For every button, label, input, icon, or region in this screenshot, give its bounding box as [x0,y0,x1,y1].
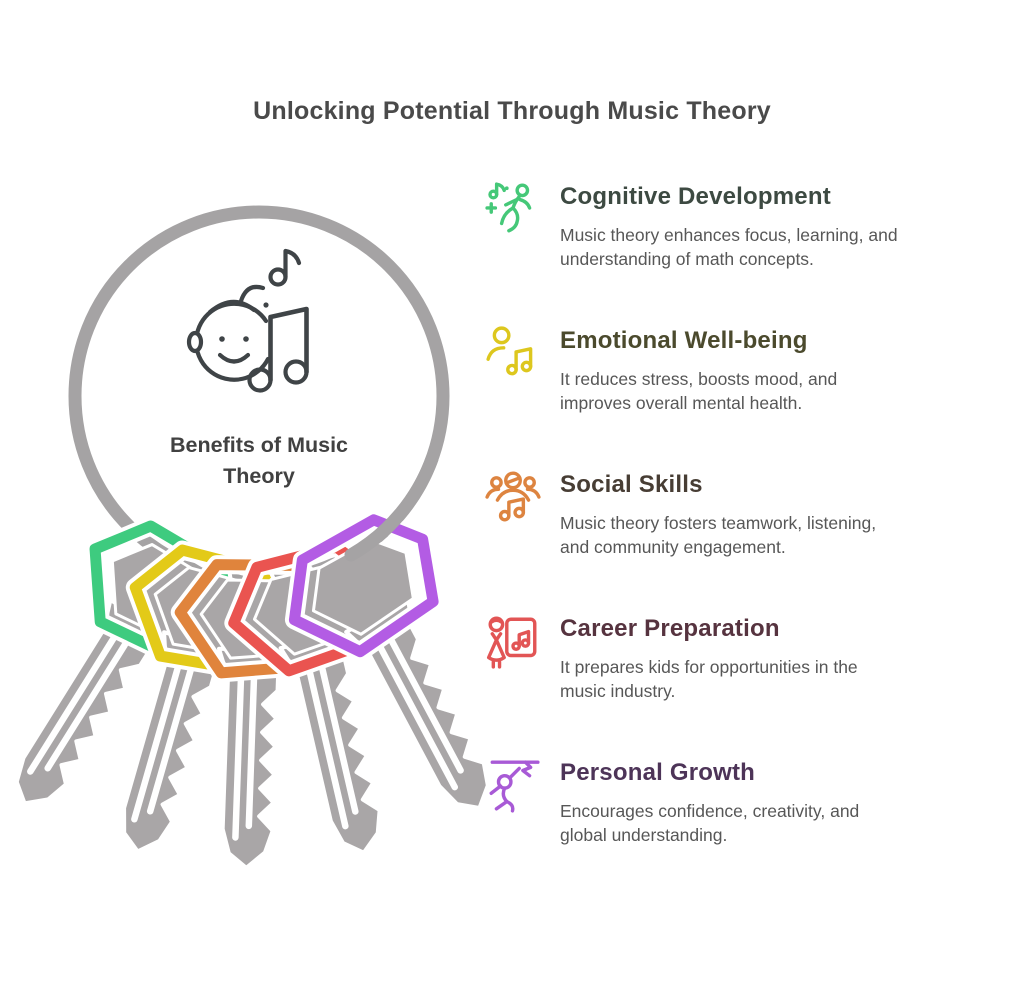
baby-face-with-music-notes-icon [186,248,309,393]
page-title: Unlocking Potential Through Music Theory [253,97,771,125]
benefit-content: Career Preparation It prepares kids for … [560,615,960,703]
benefit-title: Cognitive Development [560,183,831,210]
benefit-description: Music theory enhances focus, learning, a… [560,225,898,269]
keyring-illustration [20,205,520,955]
benefit-content: Personal Growth Encourages confidence, c… [560,759,960,847]
keyring-label: Benefits of Music Theory [170,433,348,488]
person-climbing-ledge-icon [484,756,542,814]
benefit-title: Career Preparation [560,615,780,642]
benefit-item-personal-growth: Personal Growth Encourages confidence, c… [484,756,964,847]
benefit-title: Personal Growth [560,759,756,786]
benefit-description: It reduces stress, boosts mood, and impr… [560,369,838,413]
presenter-with-music-board-icon [484,612,542,670]
benefit-description: It prepares kids for opportunities in th… [560,657,858,701]
group-with-music-note-icon [484,468,542,526]
benefit-item-emotional-well-being: Emotional Well-being It reduces stress, … [484,324,964,415]
benefit-title: Social Skills [560,471,703,498]
benefit-title: Emotional Well-being [560,327,808,354]
person-with-music-notes-icon [484,324,542,382]
benefit-content: Social Skills Music theory fosters teamw… [560,471,960,559]
keyring-thread [344,452,439,562]
benefit-content: Emotional Well-being It reduces stress, … [560,327,960,415]
benefit-description: Music theory fosters teamwork, listening… [560,513,877,557]
benefit-item-career-preparation: Career Preparation It prepares kids for … [484,612,964,703]
benefit-item-social-skills: Social Skills Music theory fosters teamw… [484,468,964,559]
benefit-item-cognitive-development: Cognitive Development Music theory enhan… [484,180,964,271]
running-child-with-music-note-icon [484,180,542,238]
benefit-description: Encourages confidence, creativity, and g… [560,801,860,845]
benefit-content: Cognitive Development Music theory enhan… [560,183,960,271]
